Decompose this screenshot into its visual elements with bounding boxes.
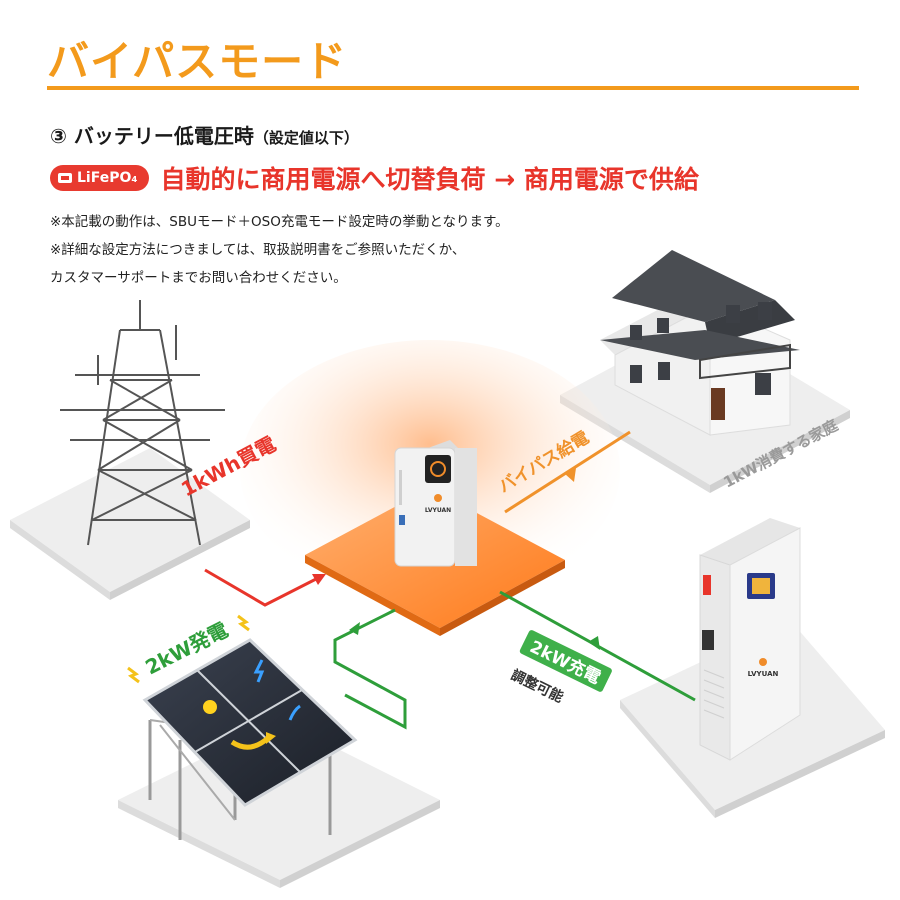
- lightning-icon: [253, 659, 265, 683]
- page-title: バイパスモード: [47, 37, 348, 86]
- note-line-1: ※本記載の動作は、SBUモード＋OSO充電モード設定時の挙動となります。: [50, 214, 509, 230]
- condition-text: 自動的に商用電源へ切替負荷 → 商用電源で供給: [160, 165, 699, 194]
- note-line-3: カスタマーサポートまでお問い合わせください。: [50, 270, 347, 286]
- condition-row: LiFePO₄ 自動的に商用電源へ切替負荷 → 商用電源で供給: [50, 160, 699, 196]
- flow-grid-to-inverter: [204, 568, 326, 607]
- subtitle-paren: （設定値以下）: [253, 129, 359, 147]
- inverter-icon: LVYUAN: [394, 440, 477, 567]
- flow-inverter-to-house: [504, 430, 631, 514]
- spark-icons: [127, 614, 250, 684]
- power-tower-icon: [60, 300, 225, 546]
- subtitle-main: ③ バッテリー低電圧時: [50, 124, 254, 148]
- battery-icon: [58, 173, 72, 183]
- badge-label: LiFePO₄: [77, 170, 138, 186]
- solar-panel-icon: [142, 638, 358, 840]
- sun-icon: [203, 700, 217, 714]
- house-icon: [600, 250, 800, 436]
- flow-solar-to-inverter: [333, 608, 407, 730]
- adjustable-label: 調整可能: [508, 666, 566, 706]
- battery-brand: LVYUAN: [748, 670, 779, 678]
- platform-solar: [118, 720, 440, 888]
- note-line-2: ※詳細な設定方法につきましては、取扱説明書をご参照いただくか、: [50, 242, 466, 258]
- curved-arrow-icon: [230, 736, 270, 750]
- inverter-brand: LVYUAN: [425, 507, 451, 514]
- subtitle: ③ バッテリー低電圧時（設定値以下）: [50, 120, 359, 149]
- battery-cabinet-icon: LVYUAN: [699, 518, 801, 761]
- flow-inverter-to-battery: [499, 590, 696, 702]
- title-underline: [47, 86, 859, 90]
- lifepo4-badge: LiFePO₄: [50, 165, 149, 191]
